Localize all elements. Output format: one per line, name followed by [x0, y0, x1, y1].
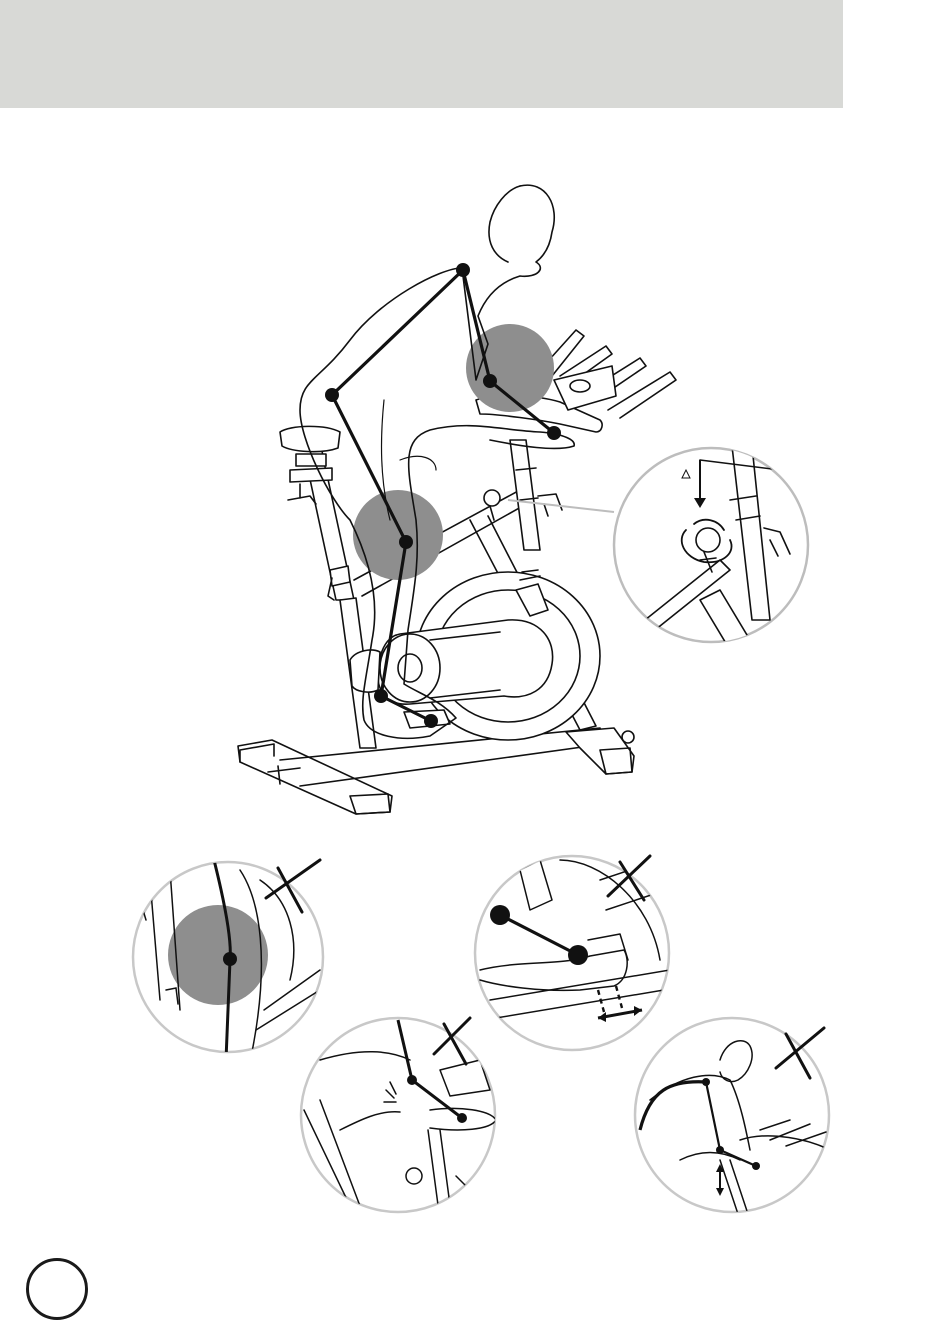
incorrect-back-callout: [635, 1018, 830, 1220]
incorrect-arms-callout: [301, 1018, 496, 1220]
knee-highlight: [353, 490, 443, 580]
incorrect-foot-callout: [475, 856, 676, 1050]
incorrect-knee-callout: [133, 860, 323, 1060]
page-number-badge: [26, 1258, 88, 1320]
spin-bike: [238, 426, 634, 814]
